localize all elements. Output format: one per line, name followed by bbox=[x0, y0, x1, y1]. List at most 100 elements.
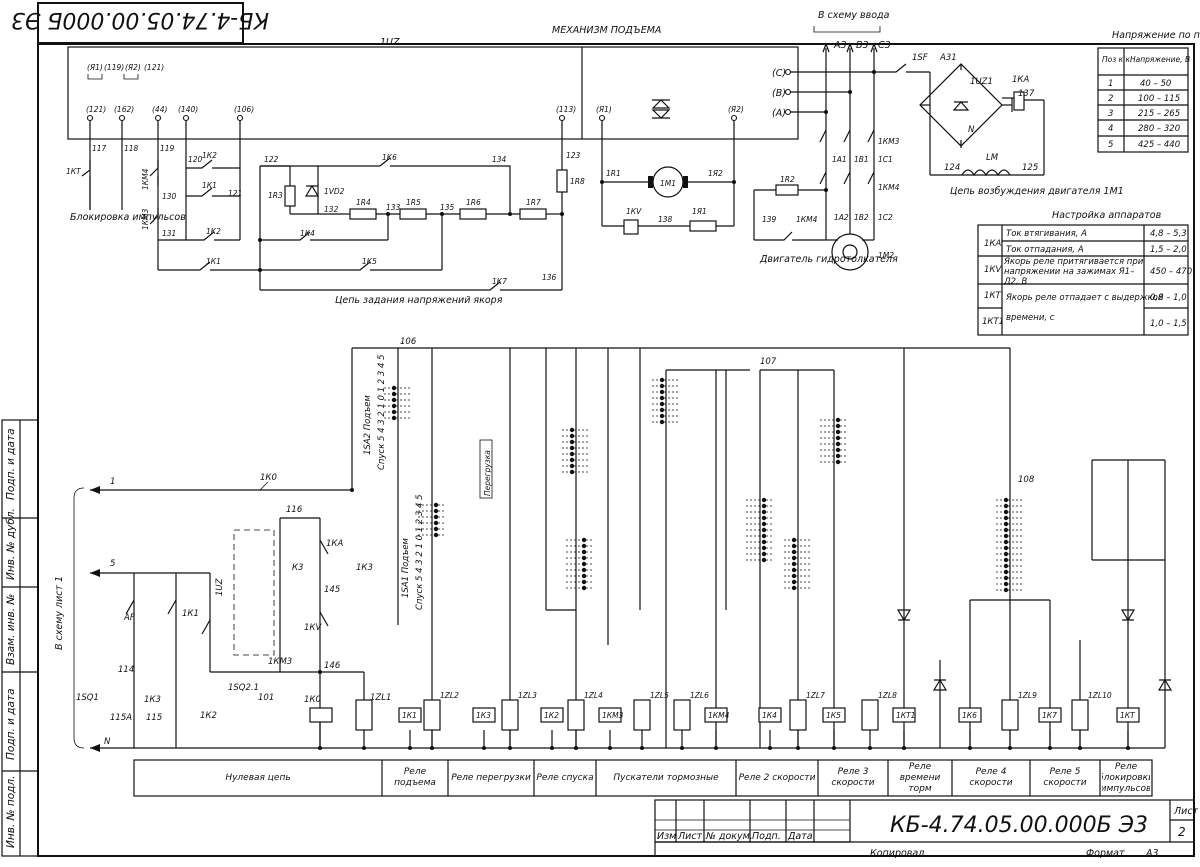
controller-contact-dot bbox=[791, 561, 797, 567]
exc-1ka: 1КА bbox=[1012, 75, 1029, 85]
armature-voltage-chain: Блокировка импульсов Цепь задания напряж… bbox=[66, 120, 585, 306]
stamp-orig-inv: Инв. № подл. bbox=[5, 776, 17, 848]
vt-r4-pos: 4 bbox=[1108, 124, 1113, 134]
tb-header-doc: № докум. bbox=[705, 831, 753, 842]
terminal-mid-3: (44) bbox=[152, 105, 167, 114]
label-1k2-a: 1К2 bbox=[202, 151, 217, 160]
exc-137: 137 bbox=[1018, 89, 1035, 99]
legend-cell-1: Реле подъема bbox=[394, 767, 436, 788]
title-block: Изм Лист № докум. Подп. Дата КБ-4.74.05.… bbox=[654, 799, 1199, 859]
stamp-sign-date-2: Подп. и дата bbox=[5, 688, 17, 760]
controller-contact-dot bbox=[761, 545, 767, 551]
junction-dot bbox=[1126, 746, 1130, 750]
relay-coil bbox=[704, 707, 728, 723]
junction-dot bbox=[550, 746, 554, 750]
controller-contact-dot bbox=[835, 453, 841, 459]
wire-107: 107 bbox=[760, 357, 777, 367]
controller-contact-dot bbox=[791, 579, 797, 585]
wire-123: 123 bbox=[566, 151, 581, 160]
vt-r1-volt: 40 – 50 bbox=[1140, 79, 1171, 89]
hoist-label-1km4-b: 1КМ4 bbox=[796, 215, 818, 224]
controller-contact-dot bbox=[581, 573, 587, 579]
controller-contact-dot bbox=[659, 377, 665, 383]
relay-label: 1ZL5 bbox=[650, 691, 669, 700]
wire-1: 1 bbox=[110, 477, 115, 487]
controller-contact-dot bbox=[433, 526, 439, 532]
controller-contact-dot bbox=[1003, 551, 1009, 557]
wire-133: 133 bbox=[386, 203, 401, 212]
tb-header-date: Дата bbox=[787, 831, 813, 842]
controller-contact-dot bbox=[791, 555, 797, 561]
label-1k1-b: 1К1 bbox=[206, 257, 221, 266]
legend-cell-7: Реле времени торм bbox=[900, 762, 941, 794]
sheet-frame bbox=[1, 43, 1195, 857]
tb-header-sign: Подп. bbox=[752, 831, 781, 842]
wire-106: 106 bbox=[400, 337, 417, 347]
label-1r6: 1R6 bbox=[466, 198, 481, 207]
controller-contact-dot bbox=[835, 435, 841, 441]
st-r1-dev: 1КА bbox=[984, 239, 1001, 249]
controller-contact-dot bbox=[1003, 563, 1009, 569]
controller-contact-dot bbox=[1003, 509, 1009, 515]
label-1r8: 1R8 bbox=[570, 177, 585, 186]
st-r3-val: 450 – 470 bbox=[1150, 267, 1192, 277]
relay-coil bbox=[758, 707, 782, 723]
relay-label: 1К3 bbox=[476, 711, 491, 720]
label-1k5: 1К5 bbox=[362, 257, 377, 266]
junction-dot bbox=[832, 746, 836, 750]
controller-contact-dot bbox=[581, 585, 587, 591]
label-1r4: 1R4 bbox=[356, 198, 371, 207]
controller-contact-dot bbox=[791, 585, 797, 591]
controller-contact-dot bbox=[433, 514, 439, 520]
phase-b3: В3 bbox=[856, 40, 869, 51]
controller-contact-dot bbox=[581, 537, 587, 543]
relay-coil bbox=[1038, 707, 1062, 723]
relay-coil bbox=[598, 707, 622, 723]
controller-contact-dot bbox=[761, 497, 767, 503]
suppressor bbox=[673, 699, 691, 731]
controller-contact-dot bbox=[761, 521, 767, 527]
legend-label: Нулевая цепь bbox=[225, 772, 291, 783]
controller-1sa2-pos: Спуск 5 4 3 2 1 0 1 2 3 4 5 bbox=[377, 354, 387, 470]
mechanism-title: МЕХАНИЗМ ПОДЪЕМА bbox=[552, 25, 661, 36]
controller-contact-dot bbox=[569, 427, 575, 433]
controller-contact-dot bbox=[835, 459, 841, 465]
st-r5-param: времени, с bbox=[1006, 313, 1055, 323]
terminal-top-1: (Я1) bbox=[87, 63, 103, 72]
motor-label-1r1: 1R1 bbox=[606, 169, 621, 178]
controller-contact-dot bbox=[391, 397, 397, 403]
hoist-label-1a2: 1А2 bbox=[834, 213, 849, 222]
controller-contact-dot bbox=[433, 520, 439, 526]
vt-header-pos: Поз к.к. bbox=[1102, 55, 1132, 64]
junction-dot bbox=[608, 746, 612, 750]
wire-145: 145 bbox=[324, 585, 340, 595]
relay-label: 1К7 bbox=[1042, 711, 1057, 720]
junction-dot bbox=[1078, 746, 1082, 750]
exc-1uz1: 1UZ1 bbox=[970, 77, 993, 87]
label-1kt: 1КТ bbox=[66, 167, 82, 176]
wire-116: 116 bbox=[286, 505, 303, 515]
hoist-label-1b1: 1В1 bbox=[854, 155, 869, 164]
inverted-code: КБ-4.74.05.00.000Б Э3 bbox=[11, 7, 269, 32]
label-1k1-a: 1К1 bbox=[202, 181, 217, 190]
motor-1m1-label: 1М1 bbox=[660, 179, 676, 188]
phase-a3: А3 bbox=[833, 40, 847, 51]
terminal-mid-1: (121) bbox=[86, 105, 106, 114]
legend-label: Реле 4 скорости bbox=[969, 767, 1013, 788]
junction-dot bbox=[768, 746, 772, 750]
suppressor bbox=[633, 699, 651, 731]
legend-cell-5: Реле 2 скорости bbox=[739, 773, 816, 783]
controller-contact-dot bbox=[1003, 503, 1009, 509]
voltage-table: Напряжение по позициям Поз к.к. Напряжен… bbox=[1097, 30, 1200, 153]
junction-dot bbox=[714, 746, 718, 750]
junction-dot bbox=[574, 746, 578, 750]
controller-contact-dot bbox=[761, 539, 767, 545]
controller-contact-dot bbox=[659, 419, 665, 425]
controller-contact-dot bbox=[1003, 587, 1009, 593]
motor-label-1ya1: 1Я1 bbox=[692, 207, 707, 216]
wire-130: 130 bbox=[162, 192, 177, 201]
relay-coil bbox=[472, 707, 496, 723]
label-af: АF bbox=[123, 613, 135, 623]
controller-contact-dot bbox=[1003, 545, 1009, 551]
